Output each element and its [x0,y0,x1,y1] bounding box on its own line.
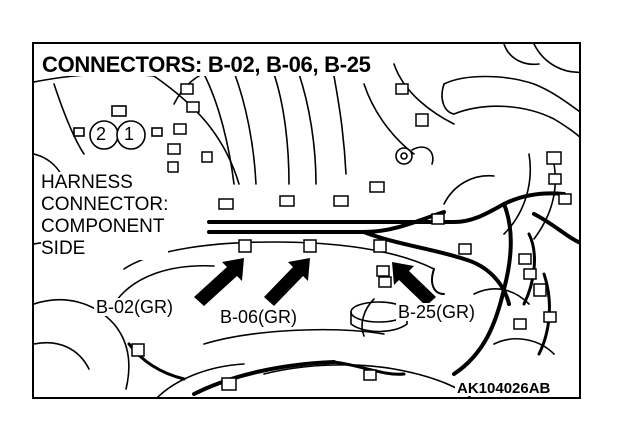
harness-line-1: HARNESS [41,172,133,193]
connector-label-b02: B-02(GR) [94,297,176,317]
harness-connector-note: HARNESS CONNECTOR: COMPONENT SIDE [41,172,169,260]
pin-label-1: 1 [124,124,135,144]
diagram-title: CONNECTORS: B-02, B-06, B-25 [40,52,373,77]
engine-bay-illustration [34,44,579,397]
figure-code: AK104026AB [455,380,553,397]
connector-label-b25: B-25(GR) [396,302,478,322]
harness-line-3: COMPONENT [41,216,165,237]
diagram-frame: CONNECTORS: B-02, B-06, B-25 2 1 HARNESS… [32,42,581,399]
harness-line-2: CONNECTOR: [41,194,169,215]
connector-pin-icon [73,105,163,150]
connector-label-b06: B-06(GR) [218,307,300,327]
pin-label-2: 2 [96,124,107,144]
harness-line-4: SIDE [41,238,86,259]
